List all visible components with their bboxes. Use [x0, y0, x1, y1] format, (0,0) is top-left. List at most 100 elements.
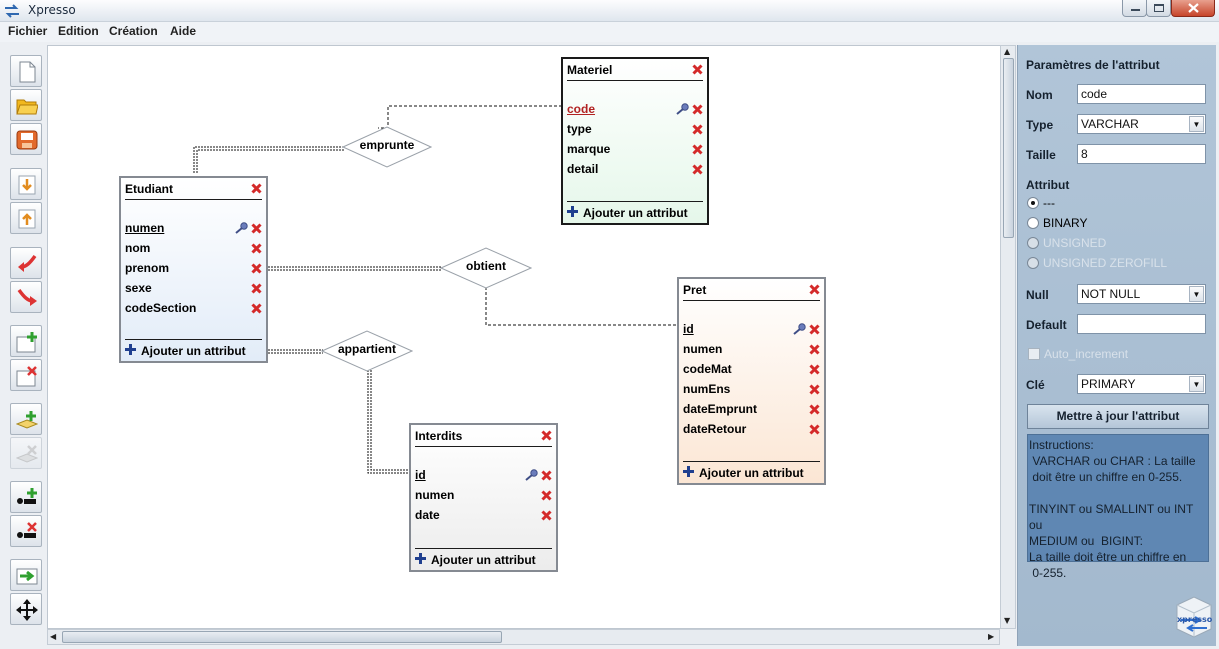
attribute-row[interactable]: code [567, 100, 703, 120]
minimize-button[interactable] [1122, 0, 1147, 17]
delete-x-icon[interactable] [692, 64, 703, 75]
add-attribute-row[interactable]: Ajouter un attribut [567, 201, 703, 223]
delete-x-icon[interactable] [692, 124, 703, 135]
menu-edition[interactable]: Edition [58, 24, 99, 38]
delete-x-icon[interactable] [251, 263, 262, 274]
delete-attribute-button[interactable] [10, 515, 42, 547]
entity-pret[interactable]: Pret id numen codeMat numEns dateEm [677, 277, 826, 485]
delete-entity-button[interactable] [10, 359, 42, 391]
attribute-row[interactable]: id [415, 466, 552, 486]
attribut-radio-none[interactable] [1027, 197, 1039, 209]
attribute-row[interactable]: sexe [125, 279, 262, 299]
add-attribute-row[interactable]: Ajouter un attribut [683, 461, 820, 483]
attribute-row[interactable]: prenom [125, 259, 262, 279]
instructions-box: Instructions: VARCHAR ou CHAR : La taill… [1027, 434, 1209, 580]
delete-x-icon[interactable] [251, 223, 262, 234]
delete-x-icon[interactable] [692, 164, 703, 175]
null-select[interactable]: NOT NULL ▼ [1077, 284, 1206, 304]
attribute-row[interactable]: type [567, 120, 703, 140]
attribut-radio-unsigned[interactable] [1027, 237, 1039, 249]
delete-x-icon[interactable] [692, 104, 703, 115]
entity-interdits[interactable]: Interdits id numen date Ajouter un attri… [409, 423, 558, 572]
nom-label: Nom [1026, 88, 1053, 102]
attribute-row[interactable]: dateEmprunt [683, 400, 820, 420]
attribute-row[interactable]: id [683, 320, 820, 340]
attribute-row[interactable]: numen [415, 486, 552, 506]
update-attribute-button[interactable]: Mettre à jour l'attribut [1027, 404, 1209, 429]
attribute-row[interactable]: marque [567, 140, 703, 160]
delete-x-icon[interactable] [809, 424, 820, 435]
delete-x-icon[interactable] [809, 324, 820, 335]
save-button[interactable] [10, 123, 42, 155]
open-folder-button[interactable] [10, 89, 42, 121]
vertical-scroll-thumb[interactable] [1003, 58, 1014, 238]
delete-x-icon[interactable] [541, 510, 552, 521]
delete-x-icon[interactable] [809, 364, 820, 375]
add-relation-button[interactable] [10, 403, 42, 435]
menu-fichier[interactable]: Fichier [8, 24, 48, 38]
scroll-down-icon[interactable]: ▼ [1004, 616, 1011, 625]
delete-x-icon[interactable] [541, 470, 552, 481]
chevron-down-icon[interactable]: ▼ [1189, 376, 1204, 392]
add-attribute-row[interactable]: Ajouter un attribut [415, 548, 552, 570]
import-button[interactable] [10, 168, 42, 200]
delete-x-icon[interactable] [251, 303, 262, 314]
delete-relation-button[interactable] [10, 437, 42, 469]
nom-field[interactable]: code [1077, 84, 1206, 104]
delete-x-icon[interactable] [541, 490, 552, 501]
delete-x-icon[interactable] [541, 430, 552, 441]
delete-x-icon[interactable] [809, 404, 820, 415]
delete-x-icon[interactable] [809, 284, 820, 295]
attribute-row[interactable]: detail [567, 160, 703, 180]
type-select[interactable]: VARCHAR ▼ [1077, 114, 1206, 134]
entity-etudiant[interactable]: Etudiant numen nom prenom sexe code [119, 176, 268, 363]
maximize-button[interactable] [1146, 0, 1171, 17]
add-attribute-button[interactable] [10, 481, 42, 513]
entity-materiel[interactable]: Materiel code type marque detail [561, 57, 709, 225]
taille-field[interactable]: 8 [1077, 144, 1206, 164]
attribute-row[interactable]: nom [125, 239, 262, 259]
relation-appartient[interactable]: appartient [321, 330, 413, 372]
attribute-name: type [567, 122, 592, 136]
horizontal-scroll-thumb[interactable] [62, 631, 502, 643]
diagram-canvas[interactable]: emprunte obtient appartient Materiel cod… [47, 45, 1001, 629]
delete-x-icon[interactable] [809, 344, 820, 355]
relation-obtient[interactable]: obtient [440, 247, 532, 289]
menu-creation[interactable]: Création [109, 24, 158, 38]
add-attribute-row[interactable]: Ajouter un attribut [125, 339, 262, 361]
move-button[interactable] [10, 593, 42, 625]
attribut-radio-binary[interactable] [1027, 217, 1039, 229]
cle-select[interactable]: PRIMARY ▼ [1077, 374, 1206, 394]
delete-x-icon[interactable] [809, 384, 820, 395]
close-button[interactable] [1171, 0, 1215, 17]
attribut-radio-unsigned-zerofill[interactable] [1027, 257, 1039, 269]
menu-aide[interactable]: Aide [170, 24, 197, 38]
redo-button[interactable] [10, 281, 42, 313]
export-button[interactable] [10, 202, 42, 234]
scroll-left-icon[interactable]: ◀ [50, 632, 57, 641]
attribute-row[interactable]: numen [125, 219, 262, 239]
attribute-row[interactable]: date [415, 506, 552, 526]
attribute-row[interactable]: codeSection [125, 299, 262, 319]
chevron-down-icon[interactable]: ▼ [1189, 286, 1204, 302]
delete-x-icon[interactable] [251, 243, 262, 254]
relation-emprunte[interactable]: emprunte [342, 126, 432, 168]
default-field[interactable] [1077, 314, 1206, 334]
add-entity-button[interactable] [10, 325, 42, 357]
generate-sql-button[interactable] [10, 559, 42, 591]
auto-increment-checkbox[interactable] [1028, 348, 1040, 360]
attribute-row[interactable]: numen [683, 340, 820, 360]
delete-x-icon[interactable] [251, 183, 262, 194]
undo-button[interactable] [10, 247, 42, 279]
chevron-down-icon[interactable]: ▼ [1189, 116, 1204, 132]
horizontal-scrollbar[interactable]: ◀ ▶ [47, 629, 1000, 645]
delete-x-icon[interactable] [692, 144, 703, 155]
attribute-row[interactable]: dateRetour [683, 420, 820, 440]
new-file-button[interactable] [10, 55, 42, 87]
scroll-right-icon[interactable]: ▶ [988, 632, 995, 641]
vertical-scrollbar[interactable]: ▲ ▼ [1000, 45, 1016, 629]
delete-x-icon[interactable] [251, 283, 262, 294]
attribute-row[interactable]: numEns [683, 380, 820, 400]
scroll-up-icon[interactable]: ▲ [1004, 47, 1011, 56]
attribute-row[interactable]: codeMat [683, 360, 820, 380]
